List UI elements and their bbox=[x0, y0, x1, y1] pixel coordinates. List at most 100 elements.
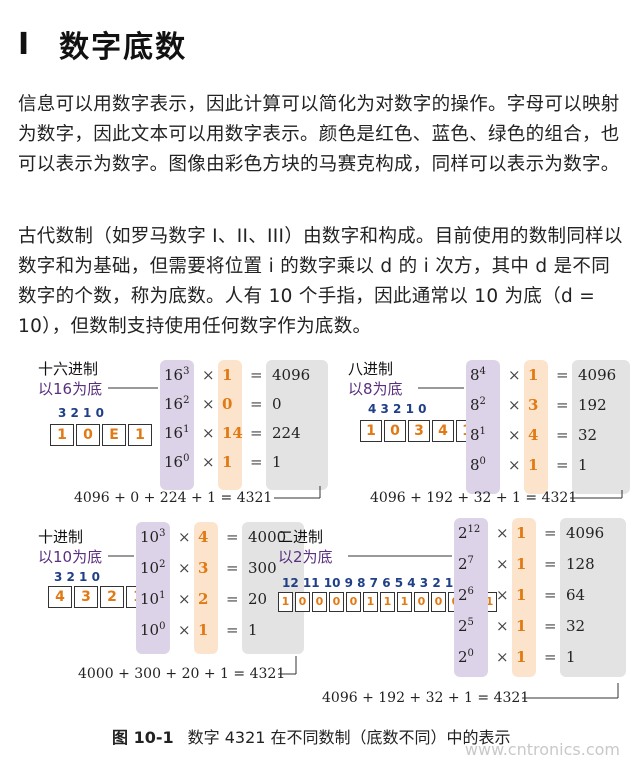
equals-sign: = bbox=[250, 424, 263, 442]
power-term: 101 bbox=[140, 590, 166, 608]
times-sign: × bbox=[202, 395, 215, 413]
factor-column bbox=[194, 522, 218, 654]
digit-factor: 3 bbox=[528, 396, 539, 414]
equals-sign: = bbox=[226, 528, 239, 546]
power-term: 26 bbox=[458, 586, 474, 604]
panel-title: 十进制 bbox=[38, 528, 84, 546]
digit-box: 0 bbox=[76, 424, 100, 446]
panel-title: 十六进制 bbox=[38, 360, 99, 378]
figure-label: 图 10-1 bbox=[112, 728, 174, 747]
power-column bbox=[466, 360, 500, 494]
term-result: 192 bbox=[578, 396, 607, 414]
power-term: 103 bbox=[140, 528, 166, 546]
times-sign: × bbox=[496, 524, 509, 542]
times-sign: × bbox=[178, 559, 191, 577]
power-term: 212 bbox=[458, 524, 481, 542]
digit-box: 3 bbox=[408, 420, 430, 442]
digit-box: 1 bbox=[50, 424, 74, 446]
term-result: 32 bbox=[578, 426, 598, 444]
result-column bbox=[560, 518, 626, 677]
times-sign: × bbox=[496, 617, 509, 635]
power-term: 161 bbox=[164, 424, 190, 442]
term-result: 224 bbox=[272, 424, 301, 442]
term-result: 128 bbox=[566, 555, 595, 573]
power-term: 102 bbox=[140, 559, 166, 577]
term-result: 4096 bbox=[578, 366, 617, 384]
digit-box: 0 bbox=[329, 592, 344, 612]
term-result: 4096 bbox=[566, 524, 605, 542]
digit-box: 0 bbox=[346, 592, 361, 612]
digit-box: 0 bbox=[295, 592, 310, 612]
digit-index-label: 3 2 1 0 bbox=[58, 406, 104, 420]
times-sign: × bbox=[202, 424, 215, 442]
digit-box: 1 bbox=[278, 592, 293, 612]
power-term: 163 bbox=[164, 366, 190, 384]
term-result: 1 bbox=[566, 648, 576, 666]
paragraph-2: 古代数制（如罗马数字 I、II、III）由数字和构成。目前使用的数制同样以数字和… bbox=[18, 226, 623, 337]
term-row: 101×2=20 bbox=[136, 590, 304, 621]
result-column bbox=[266, 360, 328, 490]
equals-sign: = bbox=[556, 366, 569, 384]
term-row: 20×1=1 bbox=[454, 648, 626, 679]
sum-equation: 4096 + 192 + 32 + 1 = 4321 bbox=[322, 690, 530, 706]
figure-caption-text: 数字 4321 在不同数制（底数不同）中的表示 bbox=[187, 728, 511, 747]
power-term: 160 bbox=[164, 453, 190, 471]
term-result: 4000 bbox=[248, 528, 287, 546]
term-result: 64 bbox=[566, 586, 586, 604]
times-sign: × bbox=[496, 555, 509, 573]
digit-factor: 1 bbox=[528, 366, 539, 384]
equals-sign: = bbox=[250, 395, 263, 413]
power-term: 27 bbox=[458, 555, 474, 573]
power-column bbox=[136, 522, 170, 654]
power-term: 100 bbox=[140, 621, 166, 639]
figure-caption: 图 10-1 数字 4321 在不同数制（底数不同）中的表示 bbox=[112, 724, 511, 748]
digit-box: 0 bbox=[312, 592, 327, 612]
digit-factor: 1 bbox=[516, 617, 527, 635]
digit-factor: 14 bbox=[222, 424, 243, 442]
digit-box: 0 bbox=[384, 420, 406, 442]
equals-sign: = bbox=[556, 426, 569, 444]
power-term: 81 bbox=[470, 426, 486, 444]
digit-factor: 4 bbox=[198, 528, 209, 546]
times-sign: × bbox=[508, 366, 521, 384]
digit-factor: 1 bbox=[222, 453, 233, 471]
term-row: 26×1=64 bbox=[454, 586, 626, 617]
term-row: 162×0=0 bbox=[160, 395, 328, 424]
times-sign: × bbox=[178, 621, 191, 639]
equals-sign: = bbox=[544, 617, 557, 635]
power-term: 80 bbox=[470, 456, 486, 474]
digit-box: 4 bbox=[432, 420, 454, 442]
power-term: 20 bbox=[458, 648, 474, 666]
panel-title: 八进制 bbox=[348, 360, 394, 378]
factor-column bbox=[218, 360, 242, 490]
equals-sign: = bbox=[544, 586, 557, 604]
digit-box: 1 bbox=[128, 424, 152, 446]
term-row: 103×4=4000 bbox=[136, 528, 304, 559]
equals-sign: = bbox=[226, 621, 239, 639]
connector-arrows bbox=[418, 387, 623, 499]
digit-box: 1 bbox=[380, 592, 395, 612]
digit-box: 1 bbox=[360, 420, 382, 442]
result-column bbox=[242, 522, 304, 654]
equals-sign: = bbox=[544, 555, 557, 573]
digit-box: 2 bbox=[100, 586, 124, 608]
panel-base-label: 以16为底 bbox=[38, 380, 103, 398]
panel-base-label: 以8为底 bbox=[348, 380, 403, 398]
term-row: 84×1=4096 bbox=[466, 366, 630, 396]
times-sign: × bbox=[496, 648, 509, 666]
times-sign: × bbox=[202, 453, 215, 471]
term-result: 32 bbox=[566, 617, 586, 635]
equals-sign: = bbox=[556, 396, 569, 414]
section-heading: I 数字底数 bbox=[18, 20, 187, 68]
section-title: 数字底数 bbox=[59, 30, 188, 65]
term-row: 163×1=4096 bbox=[160, 366, 328, 395]
times-sign: × bbox=[508, 426, 521, 444]
connector-arrows bbox=[348, 555, 619, 699]
digit-factor: 1 bbox=[516, 555, 527, 573]
digit-factor: 0 bbox=[222, 395, 233, 413]
power-term: 162 bbox=[164, 395, 190, 413]
digit-factor: 3 bbox=[198, 559, 209, 577]
equals-sign: = bbox=[250, 366, 263, 384]
